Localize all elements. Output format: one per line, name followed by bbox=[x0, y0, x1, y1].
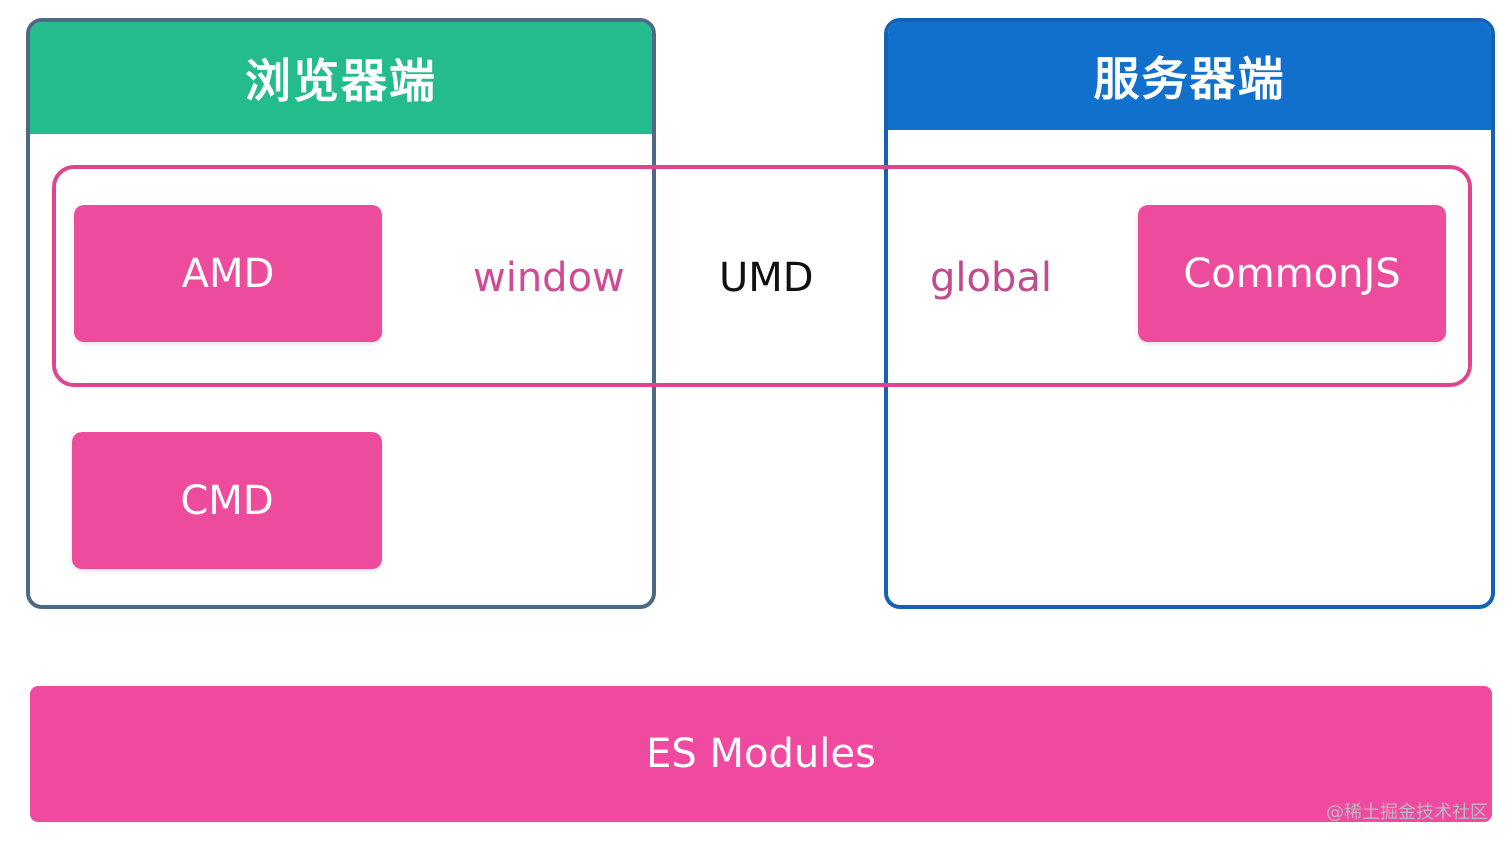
server-panel-title: 服务器端 bbox=[888, 22, 1491, 130]
amd-box: AMD bbox=[74, 205, 382, 342]
commonjs-box: CommonJS bbox=[1138, 205, 1446, 342]
global-label: global bbox=[930, 255, 1052, 301]
es-modules-bar: ES Modules bbox=[30, 686, 1492, 822]
window-label: window bbox=[473, 255, 625, 301]
umd-frame bbox=[52, 165, 1472, 387]
watermark: @稀土掘金技术社区 bbox=[1326, 802, 1488, 823]
browser-panel-title: 浏览器端 bbox=[30, 22, 652, 134]
umd-label: UMD bbox=[719, 255, 814, 301]
cmd-box: CMD bbox=[72, 432, 382, 569]
